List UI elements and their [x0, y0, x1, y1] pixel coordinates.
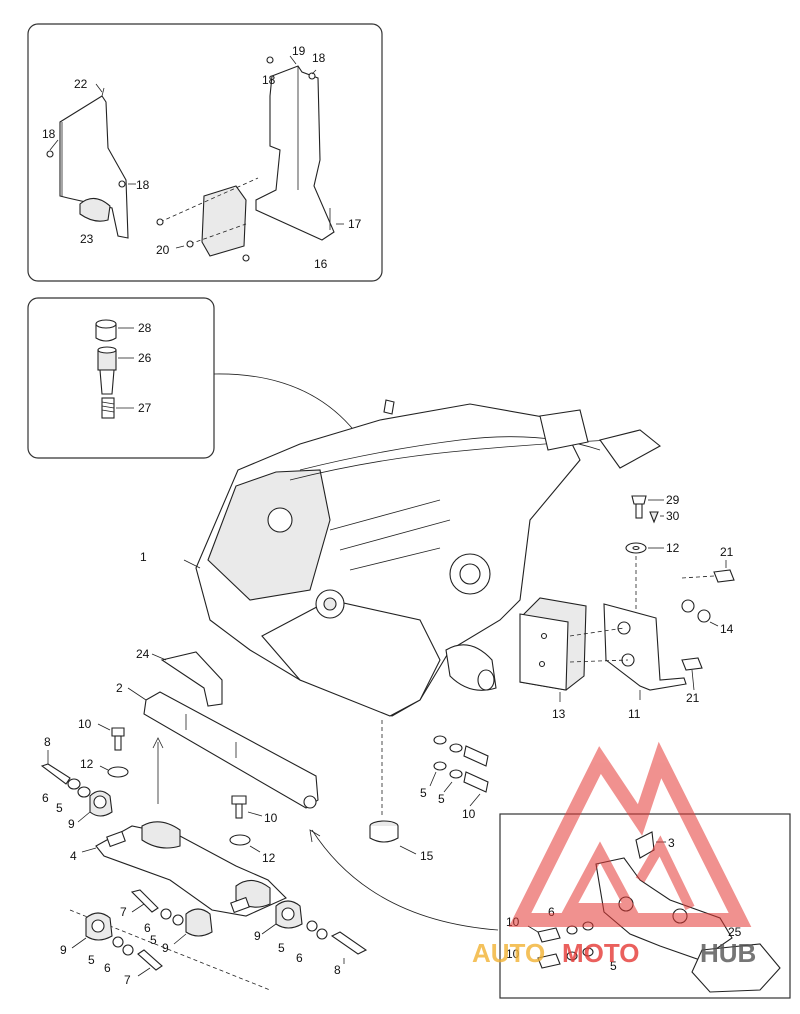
label-20: 20: [156, 243, 170, 257]
label-4: 4: [70, 849, 77, 863]
watermark-text: AUTO MOTO HUB: [472, 938, 756, 968]
label-14: 14: [720, 622, 734, 636]
label-5-f: 5: [278, 941, 285, 955]
engine-assembly-part-1: 1: [140, 399, 661, 717]
label-12-b: 12: [80, 757, 94, 771]
label-28: 28: [138, 321, 152, 335]
label-5-b: 5: [438, 792, 445, 806]
label-2: 2: [116, 681, 123, 695]
rear-mount-detail-panel: 3 10 6 10 5 25: [309, 813, 791, 999]
label-9-a: 9: [68, 817, 75, 831]
label-18-a: 18: [42, 127, 56, 141]
watermark-word-moto: MOTO: [562, 938, 640, 968]
mount-hardware-right: 5 5 10 15: [369, 720, 489, 863]
label-6-a: 6: [42, 791, 49, 805]
label-10-b: 10: [78, 717, 92, 731]
label-9-b: 9: [162, 941, 169, 955]
label-16: 16: [314, 257, 328, 271]
ecu-bracket-group: 29 30 12 21 14 11 21: [519, 493, 735, 721]
label-26: 26: [138, 351, 152, 365]
label-5-c: 5: [56, 801, 63, 815]
label-22: 22: [74, 77, 88, 91]
label-23: 23: [80, 232, 94, 246]
label-3: 3: [668, 836, 675, 850]
right-bracket-part-16: [159, 65, 335, 257]
label-18-c: 18: [312, 51, 326, 65]
label-9-d: 9: [254, 929, 261, 943]
label-5-d: 5: [150, 933, 157, 947]
label-29: 29: [666, 493, 680, 507]
label-7-a: 7: [120, 905, 127, 919]
watermark-word-auto: AUTO: [472, 938, 545, 968]
label-1: 1: [140, 550, 147, 564]
label-12-a: 12: [666, 541, 680, 555]
label-18-b: 18: [136, 178, 150, 192]
label-5-g: 5: [610, 959, 617, 973]
label-21-b: 21: [686, 691, 700, 705]
label-24: 24: [136, 647, 150, 661]
label-19: 19: [292, 44, 306, 58]
label-11: 11: [628, 707, 641, 721]
label-8-b: 8: [334, 963, 341, 977]
label-9-c: 9: [60, 943, 67, 957]
label-10-c: 10: [264, 811, 278, 825]
label-6-d: 6: [296, 951, 303, 965]
left-bracket-part-23: [59, 87, 129, 239]
label-18-d: 18: [262, 73, 276, 87]
label-6-e: 6: [548, 905, 555, 919]
bracket-detail-panel: 22 18 18 23 19 18 18 20 17 16: [27, 23, 383, 282]
label-7-b: 7: [124, 973, 131, 987]
label-27: 27: [138, 401, 152, 415]
label-5-e: 5: [88, 953, 95, 967]
label-21-a: 21: [720, 545, 734, 559]
label-30: 30: [666, 509, 680, 523]
automotohub-watermark: [508, 741, 752, 927]
label-6-b: 6: [144, 921, 151, 935]
label-10-a: 10: [462, 807, 476, 821]
label-17: 17: [348, 217, 362, 231]
label-10-e: 10: [506, 947, 520, 961]
label-6-c: 6: [104, 961, 111, 975]
label-5-a: 5: [420, 786, 427, 800]
label-25: 25: [728, 925, 742, 939]
engine-mount-assembly: 24 2 10 12 8 6 5 9: [40, 647, 368, 991]
label-13: 13: [552, 707, 566, 721]
watermark-word-hub: HUB: [700, 938, 756, 968]
label-12-c: 12: [262, 851, 276, 865]
label-8-a: 8: [44, 735, 51, 749]
plug-detail-panel: 28 26 27: [27, 297, 371, 459]
label-15: 15: [420, 849, 434, 863]
